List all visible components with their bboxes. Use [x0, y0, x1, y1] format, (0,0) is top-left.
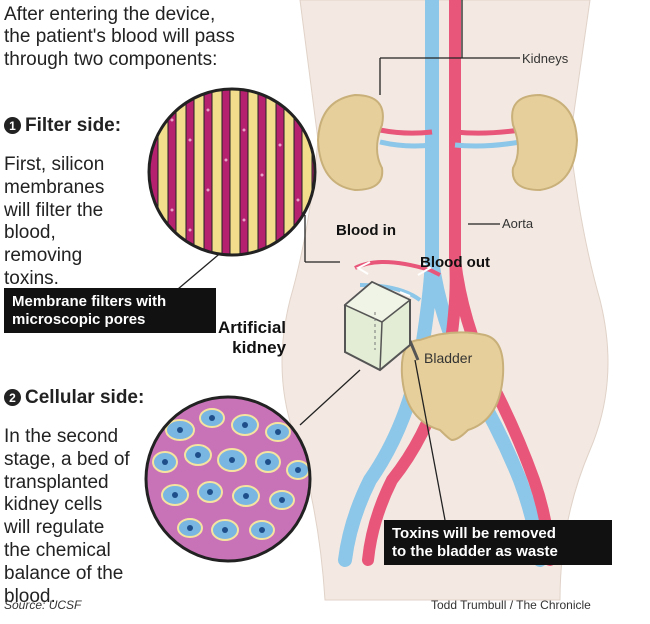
filter-side-heading: 1 Filter side: [4, 116, 121, 135]
aorta-label: Aorta [502, 216, 534, 231]
toxins-removed-label: Toxins will be removed to the bladder as… [384, 520, 612, 566]
blood-out-tube [359, 283, 422, 302]
step-number-2: 2 [4, 389, 21, 406]
membrane-filters-label: Membrane filters with microscopic pores [4, 288, 216, 334]
renal-vessels [379, 127, 521, 136]
cellular-side-title: Cellular side: [25, 387, 145, 408]
bladder [400, 331, 505, 442]
cell-nuclei [162, 415, 301, 533]
membrane-bars [157, 89, 313, 255]
bladder-label: Bladder [424, 350, 473, 366]
cellular-side-heading: 2 Cellular side: [4, 388, 144, 407]
membrane-filters-text: Membrane filters with microscopic pores [12, 293, 167, 328]
artificial-kidney-label: Artificial kidney [218, 318, 287, 357]
source-credit: Source: UCSF [4, 598, 82, 612]
filter-side-text: First, silicon membranes will filter the… [4, 154, 105, 289]
left-kidney [316, 93, 384, 192]
blood-out-label: Blood out [420, 254, 490, 271]
filter-side-section: 1 Filter side: First, silicon membranes … [4, 100, 121, 307]
cellular-magnified-view [144, 395, 312, 563]
intro-text: After entering the device, the patient's… [4, 4, 235, 70]
right-kidney [511, 93, 579, 192]
flow-arrows [355, 261, 432, 297]
filter-side-title: Filter side: [25, 115, 122, 136]
artificial-kidney-device [343, 280, 412, 372]
toxins-removed-text: Toxins will be removed to the bladder as… [392, 525, 558, 560]
blood-in-label: Blood in [336, 222, 396, 239]
renal-veins [379, 139, 521, 149]
cellular-side-section: 2 Cellular side: In the second stage, a … [4, 372, 144, 624]
kidneys-label: Kidneys [522, 51, 569, 66]
artist-credit: Todd Trumbull / The Chronicle [431, 598, 591, 612]
pore-dots [170, 108, 300, 232]
step-number-1: 1 [4, 117, 21, 134]
cellular-side-text: In the second stage, a bed of transplant… [4, 426, 130, 607]
vein [338, 0, 547, 567]
filter-magnified-view [147, 87, 317, 257]
